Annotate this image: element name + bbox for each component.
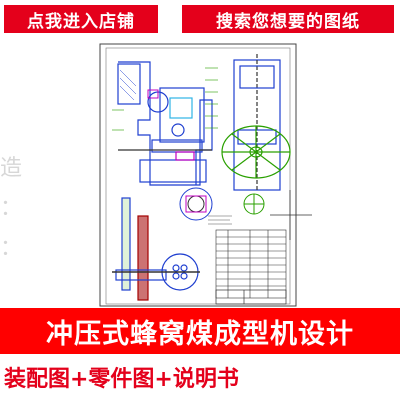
watermark-glyph: 造 [0,156,23,181]
flywheel [221,125,291,179]
bom-table [215,229,287,299]
top-banner: 点我进入店铺 搜索您想要的图纸 [0,0,400,40]
assembly-drawing-svg [99,43,312,307]
side-view [233,54,281,191]
punch-column [121,197,131,291]
spring-block [175,151,195,161]
product-subtitle-band: 装配图+零件图+说明书 [0,354,400,400]
base-frame [139,159,207,183]
hopper [117,63,141,105]
mold-base [115,269,167,281]
sheet-border [99,43,297,307]
technical-notes [208,215,232,225]
sheet-inner-border [105,47,291,305]
punch-rod [137,215,149,301]
front-view-outline [118,61,213,186]
product-title: 冲压式蜂窝煤成型机设计 [46,318,354,350]
enter-shop-button[interactable]: 点我进入店铺 [4,5,158,33]
title-block [215,289,287,305]
hopper-hatching [119,69,137,101]
watermark-glyph: ： [0,196,23,221]
detail-gear-section [179,187,213,221]
gear-pinion [171,123,185,137]
punch-block [169,97,193,119]
watermark-glyph: ： [0,236,23,261]
spring-block [147,89,159,99]
front-view [117,61,213,186]
product-title-band: 冲压式蜂窝煤成型机设计 [0,308,400,354]
side-view-top [239,65,275,89]
leader-lines [112,67,218,131]
product-subtitle: 装配图+零件图+说明书 [4,367,239,392]
search-drawings-button[interactable]: 搜索您想要的图纸 [182,5,394,33]
detail-hub [243,193,265,215]
gearbox [159,87,205,143]
lower-detail [112,197,200,301]
engineering-drawing-preview: 造 ： ： [0,40,400,308]
